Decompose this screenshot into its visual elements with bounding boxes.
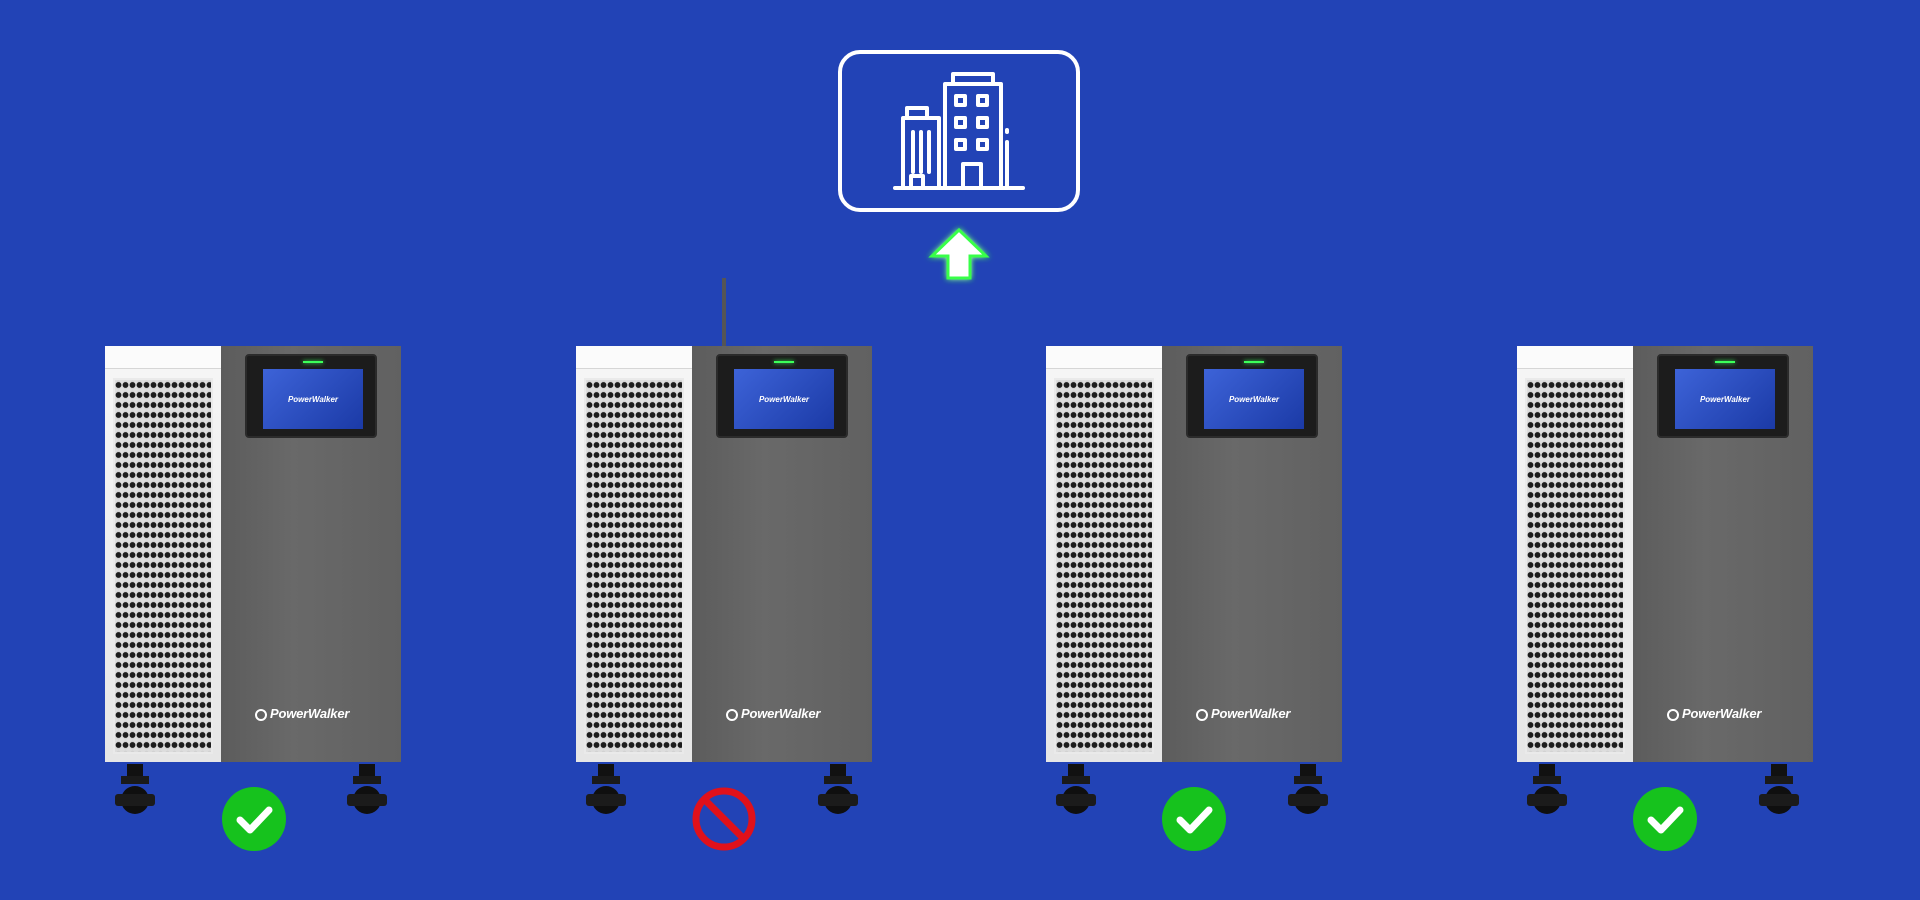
brand-logo: PowerWalker bbox=[726, 706, 836, 721]
side-grille bbox=[576, 346, 692, 762]
ups-unit-1: PowerWalker PowerWalker bbox=[105, 346, 401, 818]
ups-unit-3: PowerWalker PowerWalker bbox=[1046, 346, 1342, 818]
check-circle-icon bbox=[1633, 787, 1697, 851]
status-led bbox=[1715, 361, 1735, 363]
status-led bbox=[774, 361, 794, 363]
lcd-display: PowerWalker bbox=[1186, 354, 1318, 438]
ups-unit-2: PowerWalker PowerWalker bbox=[576, 346, 872, 818]
lcd-display: PowerWalker bbox=[245, 354, 377, 438]
building-icon bbox=[893, 72, 1025, 190]
status-led bbox=[1244, 361, 1264, 363]
lcd-display: PowerWalker bbox=[1657, 354, 1789, 438]
caster-wheel-icon bbox=[115, 764, 155, 814]
up-arrow-icon bbox=[928, 227, 990, 280]
screen-brand: PowerWalker bbox=[1699, 394, 1751, 404]
caster-wheel-icon bbox=[818, 764, 858, 814]
screen-brand: PowerWalker bbox=[1228, 394, 1280, 404]
screen-brand: PowerWalker bbox=[758, 394, 810, 404]
building-target-box bbox=[838, 50, 1080, 212]
status-led bbox=[303, 361, 323, 363]
side-grille bbox=[1517, 346, 1633, 762]
lcd-display: PowerWalker bbox=[716, 354, 848, 438]
caster-wheel-icon bbox=[347, 764, 387, 814]
side-grille bbox=[105, 346, 221, 762]
caster-wheel-icon bbox=[1527, 764, 1567, 814]
brand-logo: PowerWalker bbox=[1667, 706, 1777, 721]
brand-logo: PowerWalker bbox=[255, 706, 365, 721]
brand-logo: PowerWalker bbox=[1196, 706, 1306, 721]
caster-wheel-icon bbox=[586, 764, 626, 814]
check-circle-icon bbox=[1162, 787, 1226, 851]
caster-wheel-icon bbox=[1759, 764, 1799, 814]
ups-unit-4: PowerWalker PowerWalker bbox=[1517, 346, 1813, 818]
side-grille bbox=[1046, 346, 1162, 762]
caster-wheel-icon bbox=[1056, 764, 1096, 814]
screen-brand: PowerWalker bbox=[287, 394, 339, 404]
check-circle-icon bbox=[222, 787, 286, 851]
prohibited-icon bbox=[692, 787, 756, 851]
caster-wheel-icon bbox=[1288, 764, 1328, 814]
